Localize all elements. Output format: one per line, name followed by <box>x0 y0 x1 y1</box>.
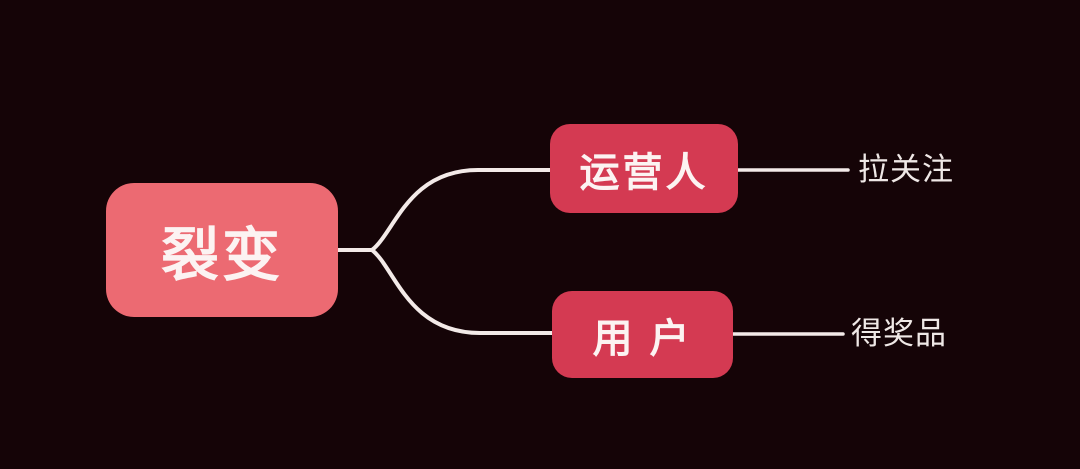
outcome-label-get-prizes[interactable]: 得奖品 <box>851 316 947 351</box>
branch-node-label: 运营人 <box>579 150 709 195</box>
branch-node-label: 用 户 <box>592 316 693 361</box>
connector-root-to-user <box>370 248 555 335</box>
branch-node-operator[interactable]: 运营人 <box>550 124 738 213</box>
outcome-label-attract-followers[interactable]: 拉关注 <box>858 152 954 187</box>
connector-root-to-operator <box>370 168 553 252</box>
root-node-label: 裂变 <box>160 223 283 288</box>
root-node-fission[interactable]: 裂变 <box>106 183 338 317</box>
branch-node-user[interactable]: 用 户 <box>552 291 733 378</box>
